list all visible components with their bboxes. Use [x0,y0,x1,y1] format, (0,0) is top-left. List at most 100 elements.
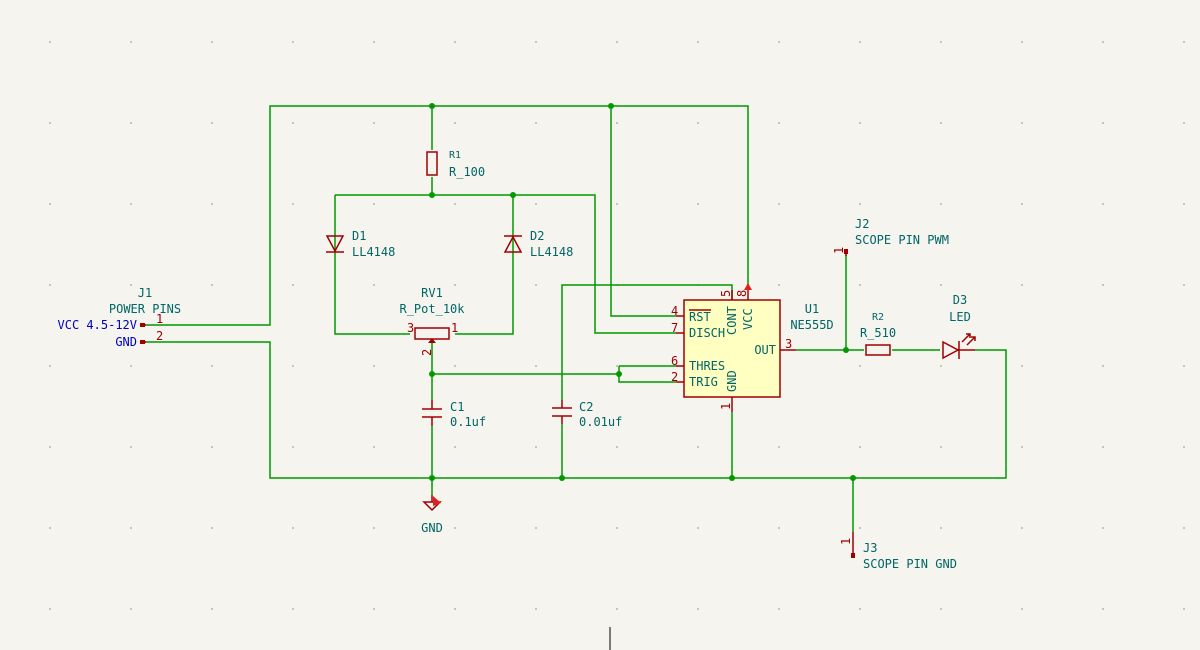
junction [608,103,614,109]
connector-j2[interactable]: 1 J2 SCOPE PIN PWM [832,217,949,256]
grid-dot [130,527,132,529]
ic-u1-ne555d[interactable]: RST DISCH THRES TRIG OUT CONT VCC GND 4 … [671,283,834,412]
c1-value: 0.1uf [450,415,486,429]
u1-pinnum-3: 3 [785,337,792,351]
grid-dot [616,365,618,367]
grid-dot [859,203,861,205]
rv1-ref: RV1 [421,286,443,300]
grid-dot [211,122,213,124]
grid-dot [778,203,780,205]
junction [559,475,565,481]
d1-ref: D1 [352,229,366,243]
wire-rst[interactable] [610,106,676,317]
grid-dot [373,122,375,124]
u1-ref: U1 [805,302,819,316]
u1-pin-disch: DISCH [689,326,725,340]
u1-pin-rst: RST [689,310,711,324]
grid-dot [211,203,213,205]
j1-value: POWER PINS [109,302,181,316]
wire-gnd-rail[interactable] [145,341,1007,479]
rv1-value: R_Pot_10k [399,302,465,316]
d3-ref: D3 [953,293,967,307]
grid-dot [211,527,213,529]
r2-ref: R2 [872,312,884,323]
j3-ref: J3 [863,541,877,555]
junction [616,371,622,377]
ground-symbol[interactable]: GND [421,495,443,535]
resistor-r1[interactable]: R1 R_100 [426,150,485,179]
diode-d2[interactable]: D2 LL4148 [503,229,573,259]
grid-dot [454,365,456,367]
wire-vcc-rail[interactable] [145,105,749,326]
grid-dot [1021,365,1023,367]
label-vcc: VCC 4.5-12V [58,318,137,332]
grid-dot [697,122,699,124]
grid-dot [211,446,213,448]
grid-dot [1021,203,1023,205]
grid-dot [778,608,780,610]
j3-value: SCOPE PIN GND [863,557,957,571]
grid-dot [1102,446,1104,448]
grid-dot [1021,608,1023,610]
grid-dot [859,284,861,286]
grid-dot [454,203,456,205]
connector-j3[interactable]: 1 J3 SCOPE PIN GND [839,532,957,571]
grid-dot [1102,41,1104,43]
wire-d2[interactable] [455,195,514,335]
grid-dot [49,122,51,124]
grid-dot [1102,284,1104,286]
led-d3[interactable]: D3 LED [942,293,976,360]
j2-value: SCOPE PIN PWM [855,233,949,247]
junction [850,475,856,481]
grid-dot [373,365,375,367]
diode-d1[interactable]: D1 LL4148 [325,229,395,259]
wire-d1[interactable] [334,195,410,335]
j2-ref: J2 [855,217,869,231]
r1-value: R_100 [449,165,485,179]
grid-dot [1021,122,1023,124]
grid-dot [1102,527,1104,529]
grid-dot [1102,608,1104,610]
grid-dot [49,527,51,529]
grid-dot [454,122,456,124]
grid-dot [1102,365,1104,367]
connector-j1[interactable]: J1 POWER PINS 1 2 VCC 4.5-12V GND [58,286,182,349]
rv1-pin3: 3 [407,321,414,335]
grid-dot [211,284,213,286]
wire-diode-top[interactable] [335,194,676,334]
grid-dot [778,284,780,286]
capacitor-c2[interactable]: C2 0.01uf [552,400,622,429]
grid-dot [454,41,456,43]
junctions [429,103,856,481]
grid-dot [859,122,861,124]
grid-dot [454,284,456,286]
c1-ref: C1 [450,400,464,414]
grid-dot [859,527,861,529]
grid-dot [940,203,942,205]
grid-dot [1183,608,1185,610]
u1-pinnum-7: 7 [671,321,678,335]
grid-dot [940,122,942,124]
grid-dot [535,203,537,205]
capacitor-c1[interactable]: C1 0.1uf [422,400,486,429]
resistor-r2[interactable]: R2 R_510 [860,312,896,356]
j3-pin1: 1 [839,538,853,545]
grid-dot [1183,527,1185,529]
u1-pinnum-4: 4 [671,304,678,318]
grid-dot [1021,446,1023,448]
wires [145,105,1007,532]
grid-dot [697,41,699,43]
d2-value: LL4148 [530,245,573,259]
grid-dot [1183,203,1185,205]
junction [429,192,435,198]
d2-ref: D2 [530,229,544,243]
potentiometer-rv1[interactable]: RV1 R_Pot_10k 3 1 2 [399,286,465,356]
grid-dot [778,446,780,448]
junction [843,347,849,353]
u1-pinnum-8: 8 [735,290,749,297]
grid-dot [940,527,942,529]
grid-dot [535,365,537,367]
grid-dot [535,41,537,43]
wire-trig[interactable] [618,366,676,383]
